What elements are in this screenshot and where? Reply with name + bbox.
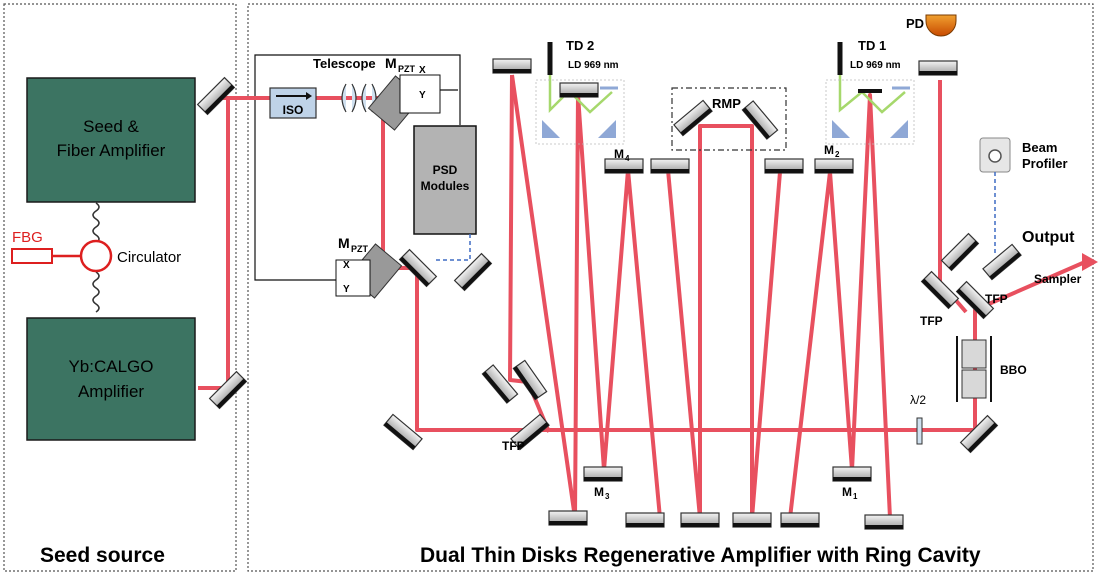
mirror-m4 [604, 158, 644, 174]
isolator [269, 87, 317, 119]
td2-head-outline [535, 79, 625, 145]
m1-label: M [842, 485, 852, 499]
fbg-icon [11, 248, 53, 264]
td1-left-prism [832, 120, 850, 138]
pd-label: PD [906, 16, 924, 31]
td2-right-prism [598, 120, 616, 138]
half-wave-label: λ/2 [910, 393, 926, 407]
mirror-sampler [982, 243, 1022, 281]
m4-sub: 4 [625, 154, 630, 163]
td1-right-prism [890, 120, 908, 138]
mirror-left-lower-a [481, 364, 519, 404]
pzt-control-box-bottom [335, 259, 371, 297]
yb-calgo-amplifier-box [26, 317, 196, 441]
td1-label: TD 1 [858, 38, 886, 53]
fbg-label: FBG [12, 229, 43, 246]
telescope-label: Telescope [313, 56, 376, 71]
mirror-m3 [583, 466, 623, 482]
mpzt-top-label: M [385, 55, 397, 71]
circulator-icon [79, 239, 113, 273]
yb-box-line1: Yb:CALGO [68, 357, 153, 376]
mirror-bottom-6 [864, 514, 904, 530]
mirror-rmp-right [741, 100, 779, 140]
mirror-pd [918, 60, 958, 76]
photodiode-icon [925, 14, 957, 37]
bbo-crystal-1 [961, 339, 987, 369]
rmp-box [671, 87, 787, 151]
seed-source-title: Seed source [40, 544, 165, 567]
pzt-top-x: X [419, 65, 426, 76]
sampler-label: Sampler [1034, 272, 1082, 286]
fiber-coil-lower [92, 271, 100, 313]
pzt-bottom-x: X [343, 260, 350, 271]
mirror-right-bottom [960, 415, 998, 453]
td2-ld-label: LD 969 nm [568, 60, 619, 71]
mpzt-bottom-sub: PZT [351, 244, 369, 254]
mpzt-top-sub: PZT [398, 64, 416, 74]
iso-label: ISO [283, 103, 304, 117]
beam-profiler-lens [988, 149, 1002, 163]
pzt-bottom-y: Y [343, 284, 350, 295]
half-wave-plate [916, 417, 923, 445]
m4-label: M [614, 147, 624, 161]
mirror-psd [454, 253, 492, 291]
yb-box-line2: Amplifier [78, 382, 144, 401]
tfp-bottom-label: TFP [502, 439, 525, 453]
bbo-crystal-2 [961, 369, 987, 399]
circulator-label: Circulator [117, 249, 181, 266]
seed-box-line1: Seed & [83, 117, 139, 136]
td2-label: TD 2 [566, 38, 594, 53]
bbo-label: BBO [1000, 363, 1027, 377]
mirror-bottom-5 [780, 512, 820, 528]
mirror-output-1 [941, 233, 979, 271]
telescope-lens-1 [341, 83, 357, 113]
psd-line1: PSD [433, 163, 458, 177]
rmp-label: RMP [712, 96, 741, 111]
beam-profiler-label-1: Beam [1022, 140, 1057, 155]
td1-head-outline [825, 79, 915, 145]
mirror-m1 [832, 466, 872, 482]
mirror-bottom-4 [732, 512, 772, 528]
control-wiring [254, 54, 461, 281]
psd-signal-link [436, 234, 471, 261]
m1-sub: 1 [853, 492, 858, 501]
td1-ld-label: LD 969 nm [850, 60, 901, 71]
mirror-m4b [650, 158, 690, 174]
beam-profiler-label-2: Profiler [1022, 156, 1068, 171]
m3-label: M [594, 485, 604, 499]
amplifier-title: Dual Thin Disks Regenerative Amplifier w… [420, 544, 981, 567]
output-label: Output [1022, 229, 1075, 246]
psd-line2: Modules [421, 179, 470, 193]
mirror-top-1 [492, 58, 532, 74]
output-arrowhead [1082, 253, 1098, 271]
isolator-arrowhead [306, 92, 312, 100]
mirror-bottom-1 [548, 510, 588, 526]
m2-sub: 2 [835, 150, 840, 159]
psd-modules-box [413, 125, 477, 235]
seed-box-line2: Fiber Amplifier [57, 141, 166, 160]
mirror-bottom-3 [680, 512, 720, 528]
pzt-top-y: Y [419, 90, 426, 101]
tfp-right-label: TFP [985, 292, 1008, 306]
tfp-left-label: TFP [920, 314, 943, 328]
mirror-bottom-2 [625, 512, 665, 528]
seed-fiber-amplifier-box [26, 77, 196, 203]
m2-label: M [824, 143, 834, 157]
mirror-rmp-left [673, 99, 713, 137]
mirror-m2b [764, 158, 804, 174]
amplifier-panel [247, 3, 1094, 572]
mirror-m2 [814, 158, 854, 174]
mirror-td2 [559, 82, 599, 98]
mpzt-bottom-label: M [338, 235, 350, 251]
pzt-control-box-top [399, 74, 441, 114]
pump-beams [548, 75, 906, 114]
seed-source-panel [3, 3, 237, 572]
m3-sub: 3 [605, 492, 610, 501]
td2-left-prism [542, 120, 560, 138]
